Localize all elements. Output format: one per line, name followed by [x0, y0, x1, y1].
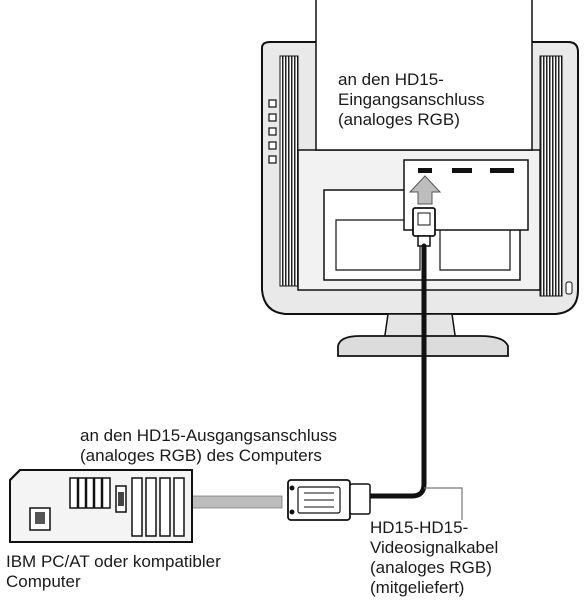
fan-grille — [69, 477, 111, 509]
port-2 — [452, 168, 472, 173]
vent-grille-right — [539, 55, 563, 297]
port-3 — [490, 168, 514, 173]
cable-leader-line — [424, 487, 463, 520]
cable-label: HD15-HD15- Videosignalkabel (analoges RG… — [370, 518, 499, 597]
computer-rear — [9, 469, 193, 543]
computer-label: IBM PC/AT oder kompatibler Computer — [6, 552, 221, 591]
input-label-card — [315, 0, 533, 151]
arrow-up-icon — [408, 175, 442, 205]
hd15-input-port — [418, 168, 432, 173]
monitor-input-label: an den HD15- Eingangsanschluss (analoges… — [338, 70, 485, 129]
computer-cable-plug — [287, 479, 371, 521]
video-cable — [365, 243, 427, 499]
vent-grille-left — [279, 55, 299, 287]
monitor-cable-plug — [412, 207, 436, 247]
computer-output-label: an den HD15-Ausgangsanschluss (analoges … — [80, 426, 338, 465]
control-buttons — [268, 99, 277, 164]
expansion-slots — [131, 477, 185, 537]
